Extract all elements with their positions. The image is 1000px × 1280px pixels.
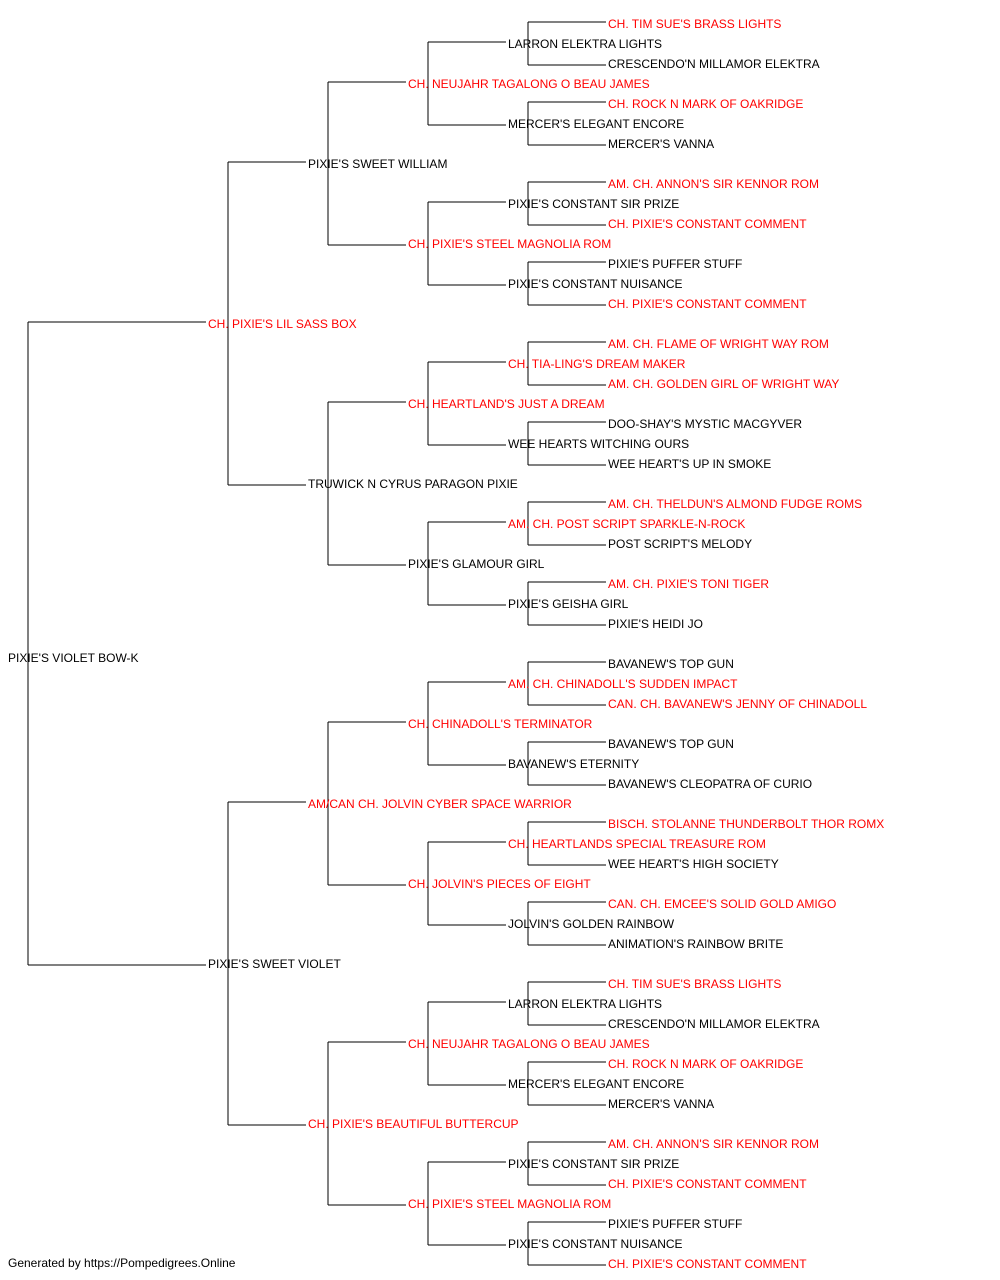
ancestor-name-gen3: PIXIE'S GLAMOUR GIRL xyxy=(408,557,545,571)
ancestor-name-gen4: AM. CH. POST SCRIPT SPARKLE-N-ROCK xyxy=(508,517,745,531)
ancestor-name-gen5: AM. CH. THELDUN'S ALMOND FUDGE ROMS xyxy=(608,497,862,511)
ancestor-name-gen4: WEE HEARTS WITCHING OURS xyxy=(508,437,689,451)
subject-dog-name: PIXIE'S VIOLET BOW-K xyxy=(8,651,139,665)
ancestor-name-gen5: CAN. CH. BAVANEW'S JENNY OF CHINADOLL xyxy=(608,697,867,711)
ancestor-name-gen5: CAN. CH. EMCEE'S SOLID GOLD AMIGO xyxy=(608,897,836,911)
ancestor-name-gen3: CH. PIXIE'S STEEL MAGNOLIA ROM xyxy=(408,237,611,251)
ancestor-name-gen5: CH. TIM SUE'S BRASS LIGHTS xyxy=(608,17,781,31)
ancestor-name-gen5: ANIMATION'S RAINBOW BRITE xyxy=(608,937,783,951)
ancestor-name-gen5: CH. ROCK N MARK OF OAKRIDGE xyxy=(608,1057,803,1071)
ancestor-name-gen2: PIXIE'S SWEET WILLIAM xyxy=(308,157,447,171)
ancestor-name-gen5: CH. PIXIE'S CONSTANT COMMENT xyxy=(608,217,807,231)
ancestor-name-gen5: CH. PIXIE'S CONSTANT COMMENT xyxy=(608,297,807,311)
ancestor-name-gen3: CH. JOLVIN'S PIECES OF EIGHT xyxy=(408,877,591,891)
ancestor-name-gen5: CH. TIM SUE'S BRASS LIGHTS xyxy=(608,977,781,991)
ancestor-name-gen3: CH. PIXIE'S STEEL MAGNOLIA ROM xyxy=(408,1197,611,1211)
ancestor-name-gen5: CH. ROCK N MARK OF OAKRIDGE xyxy=(608,97,803,111)
ancestor-name-gen3: CH. NEUJAHR TAGALONG O BEAU JAMES xyxy=(408,1037,650,1051)
ancestor-name-gen4: PIXIE'S GEISHA GIRL xyxy=(508,597,629,611)
ancestor-name-gen5: AM. CH. FLAME OF WRIGHT WAY ROM xyxy=(608,337,829,351)
generated-by-footer: Generated by https://Pompedigrees.Online xyxy=(8,1256,236,1270)
ancestor-name-gen1: CH. PIXIE'S LIL SASS BOX xyxy=(208,317,357,331)
ancestor-name-gen5: WEE HEART'S UP IN SMOKE xyxy=(608,457,771,471)
ancestor-name-gen5: AM. CH. PIXIE'S TONI TIGER xyxy=(608,577,769,591)
ancestor-name-gen5: MERCER'S VANNA xyxy=(608,1097,714,1111)
ancestor-name-gen5: AM. CH. ANNON'S SIR KENNOR ROM xyxy=(608,177,819,191)
ancestor-name-gen4: BAVANEW'S ETERNITY xyxy=(508,757,639,771)
ancestor-name-gen5: CH. PIXIE'S CONSTANT COMMENT xyxy=(608,1177,807,1191)
ancestor-name-gen5: BISCH. STOLANNE THUNDERBOLT THOR ROMX xyxy=(608,817,884,831)
ancestor-name-gen4: CH. HEARTLANDS SPECIAL TREASURE ROM xyxy=(508,837,766,851)
ancestor-name-gen4: MERCER'S ELEGANT ENCORE xyxy=(508,117,684,131)
ancestor-name-gen5: MERCER'S VANNA xyxy=(608,137,714,151)
ancestor-name-gen5: BAVANEW'S TOP GUN xyxy=(608,657,734,671)
ancestor-name-gen5: CRESCENDO'N MILLAMOR ELEKTRA xyxy=(608,1017,820,1031)
ancestor-name-gen5: AM. CH. ANNON'S SIR KENNOR ROM xyxy=(608,1137,819,1151)
ancestor-name-gen3: CH. HEARTLAND'S JUST A DREAM xyxy=(408,397,605,411)
ancestor-name-gen5: CRESCENDO'N MILLAMOR ELEKTRA xyxy=(608,57,820,71)
ancestor-name-gen5: BAVANEW'S TOP GUN xyxy=(608,737,734,751)
ancestor-name-gen5: BAVANEW'S CLEOPATRA OF CURIO xyxy=(608,777,812,791)
ancestor-name-gen1: PIXIE'S SWEET VIOLET xyxy=(208,957,341,971)
ancestor-name-gen4: PIXIE'S CONSTANT NUISANCE xyxy=(508,1237,683,1251)
ancestor-name-gen5: PIXIE'S PUFFER STUFF xyxy=(608,257,742,271)
ancestor-name-gen2: TRUWICK N CYRUS PARAGON PIXIE xyxy=(308,477,518,491)
ancestor-name-gen3: CH. CHINADOLL'S TERMINATOR xyxy=(408,717,593,731)
ancestor-name-gen2: CH. PIXIE'S BEAUTIFUL BUTTERCUP xyxy=(308,1117,519,1131)
ancestor-name-gen5: DOO-SHAY'S MYSTIC MACGYVER xyxy=(608,417,802,431)
ancestor-name-gen4: PIXIE'S CONSTANT SIR PRIZE xyxy=(508,1157,679,1171)
ancestor-name-gen5: PIXIE'S PUFFER STUFF xyxy=(608,1217,742,1231)
ancestor-name-gen4: PIXIE'S CONSTANT NUISANCE xyxy=(508,277,683,291)
ancestor-name-gen4: PIXIE'S CONSTANT SIR PRIZE xyxy=(508,197,679,211)
ancestor-name-gen5: AM. CH. GOLDEN GIRL OF WRIGHT WAY xyxy=(608,377,839,391)
ancestor-name-gen2: AM/CAN CH. JOLVIN CYBER SPACE WARRIOR xyxy=(308,797,572,811)
ancestor-name-gen4: MERCER'S ELEGANT ENCORE xyxy=(508,1077,684,1091)
ancestor-name-gen4: CH. TIA-LING'S DREAM MAKER xyxy=(508,357,686,371)
ancestor-name-gen4: JOLVIN'S GOLDEN RAINBOW xyxy=(508,917,675,931)
ancestor-name-gen4: LARRON ELEKTRA LIGHTS xyxy=(508,37,662,51)
ancestor-name-gen5: POST SCRIPT'S MELODY xyxy=(608,537,752,551)
ancestor-name-gen3: CH. NEUJAHR TAGALONG O BEAU JAMES xyxy=(408,77,650,91)
ancestor-name-gen5: WEE HEART'S HIGH SOCIETY xyxy=(608,857,779,871)
ancestor-name-gen5: PIXIE'S HEIDI JO xyxy=(608,617,703,631)
ancestor-name-gen4: AM. CH. CHINADOLL'S SUDDEN IMPACT xyxy=(508,677,738,691)
ancestor-name-gen5: CH. PIXIE'S CONSTANT COMMENT xyxy=(608,1257,807,1271)
ancestor-name-gen4: LARRON ELEKTRA LIGHTS xyxy=(508,997,662,1011)
